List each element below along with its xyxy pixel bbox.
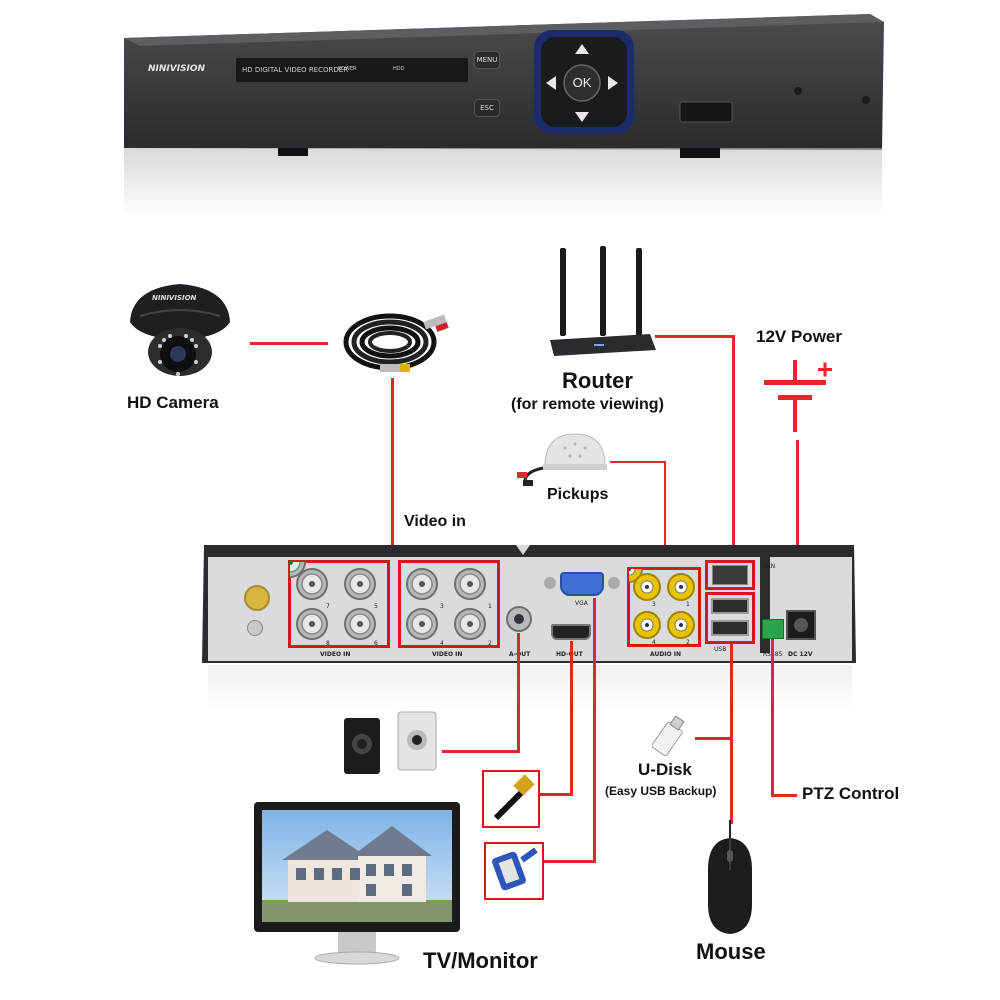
pickups-label: Pickups bbox=[547, 486, 609, 503]
hdmi-cable-icon bbox=[486, 774, 536, 824]
tv-monitor-label: TV/Monitor bbox=[423, 948, 538, 973]
audio-ch-1: 1 bbox=[686, 601, 690, 608]
menu-button[interactable]: MENU bbox=[474, 51, 500, 69]
audio-ch-2: 2 bbox=[686, 639, 690, 646]
esc-button[interactable]: ESC bbox=[474, 99, 500, 117]
lan-port bbox=[712, 565, 748, 585]
power-label: 12V Power bbox=[756, 327, 842, 346]
ch-label-7: 7 bbox=[326, 603, 330, 610]
audio-ch-3: 3 bbox=[652, 601, 656, 608]
chevron-left-icon[interactable] bbox=[544, 75, 558, 91]
pickup-wire-h bbox=[610, 461, 666, 463]
ch-label-2: 2 bbox=[488, 640, 492, 647]
vga-cable-box bbox=[484, 842, 544, 900]
camera-cable-wire bbox=[250, 342, 328, 345]
ptz-label: PTZ Control bbox=[802, 784, 900, 803]
dvr-brand-logo: NINIVISION bbox=[148, 64, 206, 74]
lan-label: LAN bbox=[763, 563, 776, 570]
video-in-box-left bbox=[288, 560, 390, 648]
dvr-hdd-label: HDD bbox=[393, 66, 405, 72]
camera-brand-logo: NINIVISION bbox=[152, 294, 197, 302]
router-wire-v bbox=[732, 335, 735, 575]
usb-drive-icon bbox=[651, 715, 692, 757]
vga-cable-icon bbox=[488, 846, 540, 896]
router-icon bbox=[548, 244, 658, 364]
hd-camera-label: HD Camera bbox=[127, 393, 219, 412]
bnc-cable-icon bbox=[340, 308, 455, 378]
ch-label-5: 5 bbox=[374, 603, 378, 610]
video-in-wire bbox=[391, 378, 394, 560]
ch-label-3: 3 bbox=[440, 603, 444, 610]
rs485-wire-h bbox=[771, 794, 797, 797]
dvr-power-label: POWER bbox=[338, 66, 357, 72]
ok-button[interactable]: OK bbox=[572, 75, 592, 90]
usb-wire-v bbox=[730, 644, 733, 824]
vga-wire-v bbox=[593, 598, 596, 862]
dvr-front-illustration bbox=[124, 14, 884, 218]
hdmi-cable-box bbox=[482, 770, 540, 828]
vga-wire-h bbox=[544, 860, 596, 863]
vga-screw-right-icon bbox=[608, 577, 620, 589]
ground-screw-icon bbox=[247, 620, 263, 636]
mouse-label: Mouse bbox=[696, 939, 766, 964]
rs485-wire-v bbox=[771, 639, 774, 797]
tv-monitor-icon bbox=[252, 800, 462, 970]
dvr-front: NINIVISION HD DIGITAL VIDEO RECORDER POW… bbox=[0, 0, 1000, 230]
audio-ch-4: 4 bbox=[652, 639, 656, 646]
ch-label-6: 6 bbox=[374, 640, 378, 647]
vga-screw-left-icon bbox=[544, 577, 556, 589]
back-panel-reflection bbox=[208, 665, 852, 710]
aout-wire-v bbox=[517, 633, 520, 753]
u-disk-label: U-Disk bbox=[638, 760, 692, 779]
dc-power-jack bbox=[786, 610, 816, 640]
audio-out-jack bbox=[506, 606, 532, 632]
usb-label: USB bbox=[714, 646, 727, 653]
usb-box bbox=[705, 592, 755, 644]
vga-label: VGA bbox=[575, 600, 588, 607]
ch-label-4: 4 bbox=[440, 640, 444, 647]
hdout-wire-v bbox=[570, 641, 573, 796]
audio-in-box bbox=[627, 567, 701, 647]
hd-camera-icon: NINIVISION bbox=[120, 280, 240, 385]
vga-port bbox=[560, 572, 604, 596]
dc-label: DC 12V bbox=[788, 651, 813, 658]
chevron-up-icon[interactable] bbox=[574, 42, 590, 56]
power-wire bbox=[796, 440, 799, 616]
video-in-port-label-right: VIDEO IN bbox=[432, 651, 463, 658]
hdout-wire-h bbox=[540, 793, 573, 796]
hdout-label: HD-OUT bbox=[556, 651, 583, 658]
pickup-wire-v bbox=[664, 461, 666, 572]
hdmi-port bbox=[551, 624, 591, 640]
ground-terminal-icon bbox=[244, 585, 270, 611]
ch-label-1: 1 bbox=[488, 603, 492, 610]
video-in-port-label-left: VIDEO IN bbox=[320, 651, 351, 658]
audio-in-label: AUDIO IN bbox=[650, 651, 681, 658]
usb-port-top bbox=[711, 598, 749, 614]
speakers-icon bbox=[340, 708, 440, 778]
router-sublabel: (for remote viewing) bbox=[511, 396, 664, 413]
pickup-mic-icon bbox=[515, 428, 615, 490]
router-label: Router bbox=[562, 368, 633, 393]
rs485-terminal bbox=[762, 619, 784, 639]
lan-box bbox=[705, 560, 755, 590]
ch-label-8: 8 bbox=[326, 640, 330, 647]
dvr-panel-text: HD DIGITAL VIDEO RECORDER bbox=[242, 66, 349, 74]
bnc-connectors bbox=[274, 546, 500, 646]
mouse-icon bbox=[700, 820, 760, 940]
chevron-right-icon[interactable] bbox=[606, 75, 620, 91]
udisk-wire-h bbox=[695, 737, 733, 740]
video-in-box-right bbox=[398, 560, 500, 648]
router-wire-h bbox=[655, 335, 735, 338]
u-disk-sublabel: (Easy USB Backup) bbox=[605, 784, 717, 798]
chevron-down-icon[interactable] bbox=[574, 110, 590, 124]
usb-port-bottom bbox=[711, 620, 749, 636]
video-in-label: Video in bbox=[404, 513, 466, 530]
power-battery-icon bbox=[760, 360, 840, 435]
aout-wire-h bbox=[442, 750, 520, 753]
